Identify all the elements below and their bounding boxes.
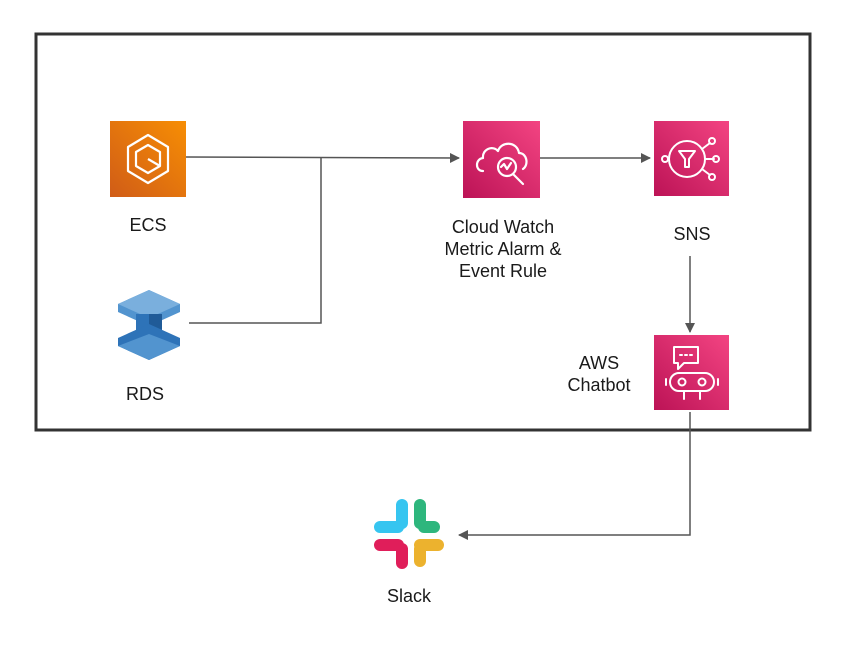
cloudwatch-label-line-3: Event Rule — [458, 261, 548, 281]
rds-icon[interactable] — [118, 290, 180, 360]
sns-icon[interactable] — [654, 121, 729, 196]
cloudwatch-label-line-1: Cloud Watch — [451, 217, 555, 237]
chatbot-label-line-1: AWS — [578, 353, 620, 373]
rds-label: RDS — [125, 384, 164, 404]
boundary-box — [34, 32, 812, 432]
edges — [185, 152, 695, 540]
edge-chatbot-to-slack — [458, 412, 691, 540]
edge-ecs-to-cloudwatch — [185, 152, 460, 163]
cloudwatch-label: Cloud Watch Metric Alarm & Event Rule — [420, 216, 586, 282]
sns-label: SNS — [673, 224, 711, 244]
slack-icon[interactable] — [374, 499, 444, 569]
chatbot-label-line-2: Chatbot — [567, 375, 631, 395]
edge-rds-to-cloudwatch — [189, 158, 322, 324]
cloudwatch-label-line-2: Metric Alarm & — [444, 239, 562, 259]
cloudwatch-icon[interactable] — [463, 121, 540, 198]
ecs-icon[interactable] — [110, 121, 186, 197]
slack-label: Slack — [386, 586, 431, 606]
chatbot-icon[interactable] — [654, 335, 729, 410]
ecs-label: ECS — [129, 215, 167, 235]
chatbot-label: AWS Chatbot — [556, 352, 642, 396]
